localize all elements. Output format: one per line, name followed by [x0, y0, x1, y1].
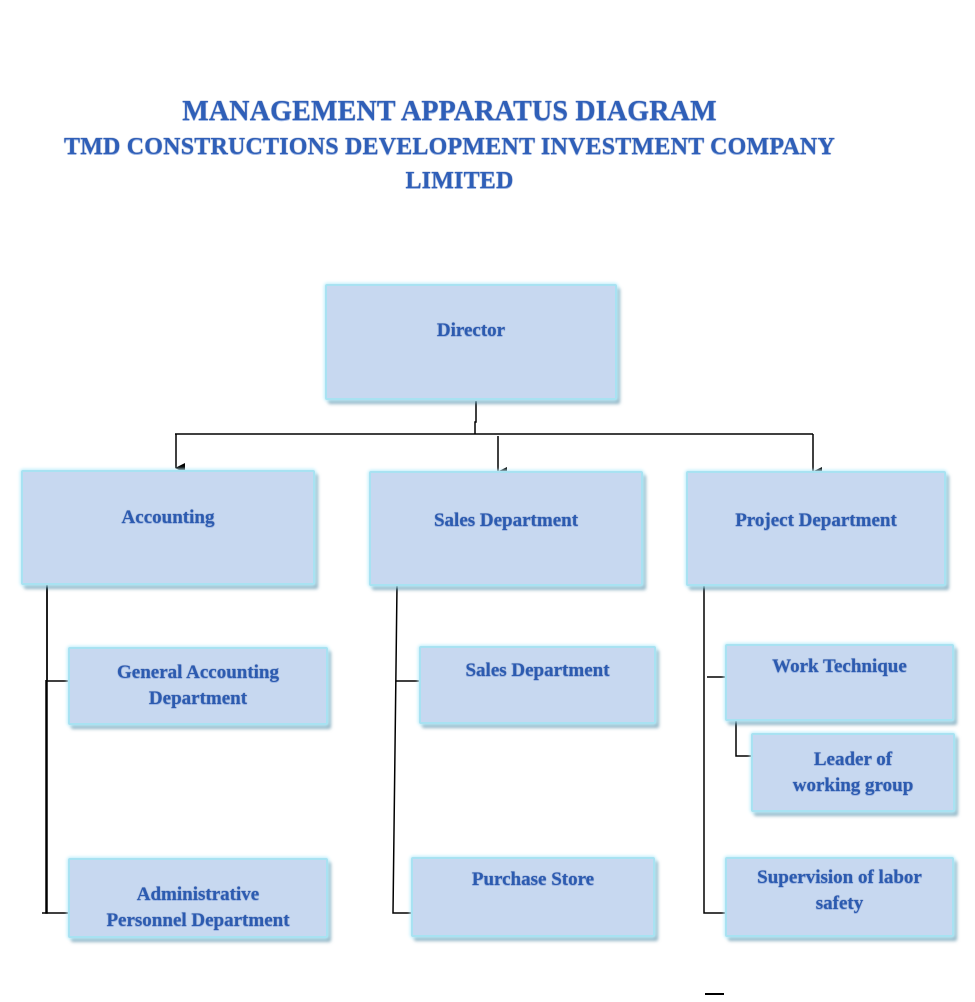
node-sales-department: Sales Department	[369, 471, 643, 586]
node-work-technique: Work Technique	[725, 644, 954, 721]
node-supervision-of-labor-safety: Supervision of labor safety	[725, 857, 954, 937]
connector-leader-group	[735, 721, 752, 757]
company-name-line-1: TMD CONSTRUCTIONS DEVELOPMENT INVESTMENT…	[63, 134, 835, 160]
node-general-accounting-label: General Accounting Department	[117, 660, 279, 712]
node-supervision-of-labor-safety-label: Supervision of labor safety	[757, 865, 922, 917]
node-general-accounting-department: General Accounting Department	[68, 647, 328, 725]
connector-accounting-trunk	[42, 585, 48, 914]
node-sales-department-label: Sales Department	[433, 509, 579, 531]
connector-accounting-bracket	[45, 585, 68, 914]
node-purchase-store: Purchase Store	[411, 857, 655, 937]
node-project-department-label: Project Department	[735, 509, 897, 531]
company-name-line-2: LIMITED	[405, 168, 514, 194]
label-line: General Accounting	[116, 662, 280, 683]
connector-sales-trunk	[392, 585, 411, 914]
node-director-label: Director	[436, 320, 506, 341]
node-leader-of-working-group-label: Leader of working group	[793, 747, 914, 799]
connector-project-trunk	[703, 586, 726, 914]
node-sales-department-sub-label: Sales Department	[465, 660, 610, 681]
title-main: MANAGEMENT APPARATUS DIAGRAM	[182, 96, 717, 127]
node-accounting-label: Accounting	[121, 506, 215, 528]
node-sales-department-sub: Sales Department	[419, 646, 656, 724]
node-administrative-personnel-label: Administrative Personnel Department	[106, 882, 289, 934]
label-line: Department	[148, 688, 248, 709]
label-line: safety	[815, 893, 864, 914]
label-line: Supervision of labor	[757, 867, 922, 888]
node-purchase-store-label: Purchase Store	[471, 869, 595, 890]
node-administrative-personnel-department: Administrative Personnel Department	[68, 858, 328, 938]
node-work-technique-label: Work Technique	[772, 656, 907, 677]
connector-director-trunk	[474, 401, 477, 434]
node-leader-of-working-group: Leader of working group	[751, 733, 955, 812]
label-line: working group	[792, 774, 914, 796]
node-accounting: Accounting	[21, 470, 315, 585]
node-project-department: Project Department	[686, 471, 946, 586]
node-director: Director	[325, 284, 617, 400]
label-line: Administrative	[136, 884, 260, 905]
label-line: Personnel Department	[106, 910, 290, 931]
label-line: Leader of	[813, 748, 893, 770]
